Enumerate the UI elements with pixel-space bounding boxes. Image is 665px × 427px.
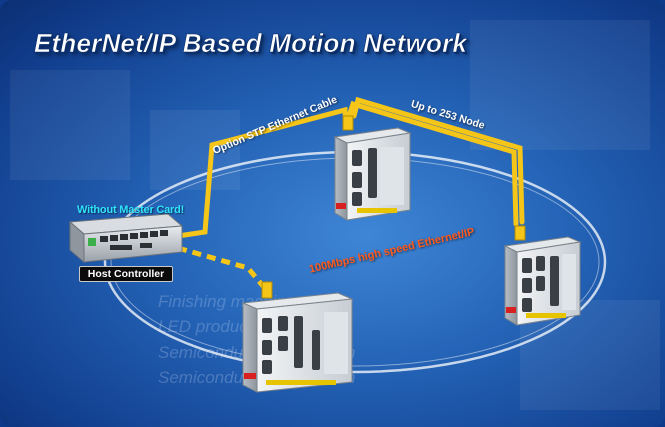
motion-drive-bottom (241, 281, 354, 393)
motion-drive-top (333, 115, 412, 221)
page-title: EtherNet/IP Based Motion Network (34, 28, 468, 59)
motion-drive-right (503, 225, 582, 326)
host-controller-device (68, 213, 184, 264)
without-master-card-note: Without Master Card! (77, 204, 185, 216)
host-controller-badge: Host Controller (79, 266, 173, 282)
cable-dashed (177, 245, 270, 294)
